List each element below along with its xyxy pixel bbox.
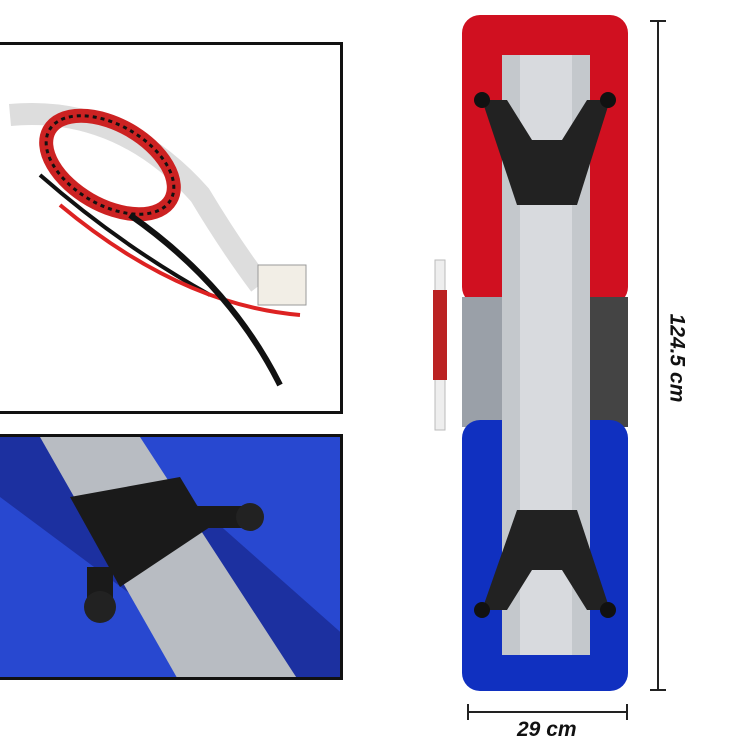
height-dimension-line — [657, 20, 659, 690]
width-label: 29 cm — [517, 718, 577, 741]
cable-coil — [425, 220, 455, 440]
cable-coil-image — [433, 259, 447, 431]
light-bar — [462, 15, 628, 691]
wiring-harness-inset — [0, 42, 343, 414]
light-bar-image — [462, 15, 628, 691]
wiring-harness-image — [9, 103, 307, 387]
bracket-closeup-image — [0, 437, 340, 677]
width-dimension-cap-right — [626, 704, 628, 720]
width-dimension-cap-left — [467, 704, 469, 720]
width-dimension-line — [467, 711, 627, 713]
height-dimension-cap-top — [650, 20, 666, 22]
height-label: 124.5 cm — [665, 313, 689, 403]
mounting-bracket-inset — [0, 434, 343, 680]
height-dimension-cap-bottom — [650, 689, 666, 691]
